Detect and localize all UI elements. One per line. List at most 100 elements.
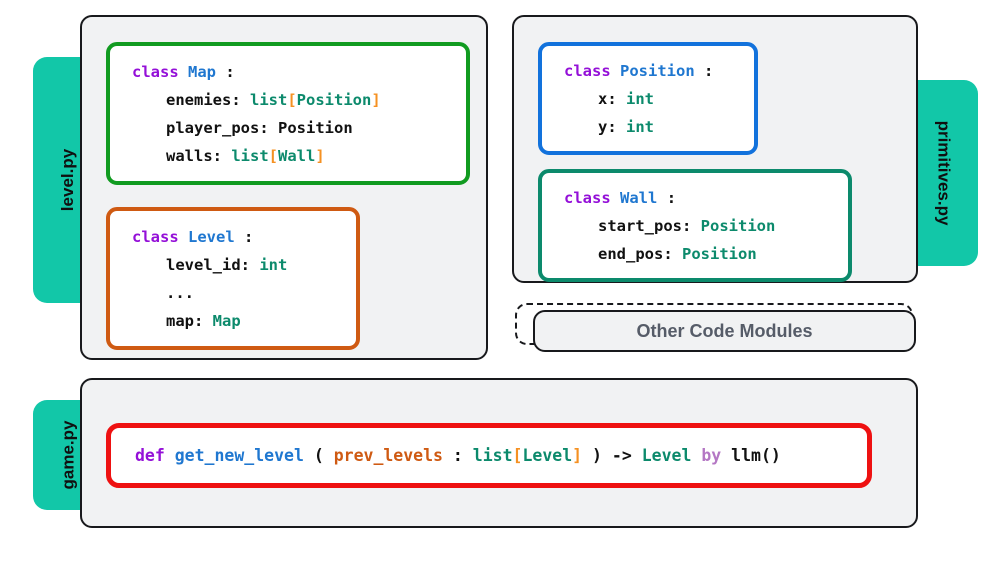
field-walls-inner: Wall [278,146,316,165]
class-wall-header: class Wall : [542,184,848,212]
keyword-class: class [132,227,179,246]
function-signature: def get_new_level ( prev_levels : list[L… [111,446,867,465]
field-player-pos-name: player_pos: [166,118,269,137]
keyword-class: class [564,61,611,80]
function-name: get_new_level [174,446,304,465]
space [165,446,175,465]
field-end-pos-name: end_pos: [598,244,673,263]
paren-close: ) [592,446,602,465]
field-x-name: x: [598,89,617,108]
class-position-header: class Position : [542,57,754,85]
field-enemies: enemies: list[Position] [110,86,466,114]
bracket-open: [ [287,90,297,109]
space [632,446,642,465]
field-y-type: int [626,117,655,136]
field-enemies-inner: Position [296,90,372,109]
space [617,118,626,136]
field-player-pos-type: Position [278,118,353,137]
space [222,147,231,165]
space [721,446,731,465]
field-player-pos: player_pos: Position [110,114,466,142]
paren-open: ( [313,446,324,465]
space [611,189,620,207]
field-level-id-type: int [259,255,288,274]
class-level-header: class Level : [110,223,356,251]
field-start-pos-name: start_pos: [598,216,692,235]
file-tab-primitives-py-label: primitives.py [934,120,953,226]
field-end-pos: end_pos: Position [542,240,848,268]
space [324,446,334,465]
field-walls-name: walls: [166,146,222,165]
class-name-wall: Wall [620,188,658,207]
function-box-get-new-level[interactable]: def get_new_level ( prev_levels : list[L… [106,423,872,488]
field-level-id-name: level_id: [166,255,250,274]
space2 [216,63,225,81]
other-code-modules-label: Other Code Modules [636,320,813,341]
field-level-id: level_id: int [110,251,356,279]
keyword-class: class [564,188,611,207]
space2 [235,228,244,246]
space [179,63,188,81]
field-map-type: Map [212,311,241,330]
arg-inner-type: Level [522,446,573,465]
space [617,90,626,108]
module-panel-primitives-py: class Position : x: int y: int class Wal… [512,15,918,283]
field-y: y: int [542,113,754,141]
file-tab-primitives-py[interactable]: primitives.py [908,80,978,266]
bracket-close: ] [371,90,381,109]
colon: : [704,61,714,80]
field-enemies-type: list [250,90,288,109]
space [179,228,188,246]
module-panel-game-py: def get_new_level ( prev_levels : list[L… [80,378,918,528]
keyword-class: class [132,62,179,81]
space [241,91,250,109]
space [691,446,701,465]
class-name-map: Map [188,62,217,81]
arrow: -> [611,446,632,465]
space [673,245,682,263]
bracket-close: ] [572,446,583,465]
bracket-close: ] [315,146,325,165]
space2 [695,62,704,80]
class-name-position: Position [620,61,695,80]
space [304,446,314,465]
field-map: map: Map [110,307,356,335]
field-x-type: int [626,89,655,108]
module-panel-level-py: class Map : enemies: list[Position] play… [80,15,488,360]
file-tab-game-py-label: game.py [57,420,77,490]
colon: : [225,62,235,81]
field-x: x: int [542,85,754,113]
class-box-map[interactable]: class Map : enemies: list[Position] play… [106,42,470,185]
space [203,312,212,330]
keyword-by: by [701,446,722,465]
field-start-pos: start_pos: Position [542,212,848,240]
field-ellipsis: ... [110,279,356,307]
class-box-position[interactable]: class Position : x: int y: int [538,42,758,155]
field-start-pos-type: Position [700,216,776,235]
bracket-open: [ [268,146,279,165]
file-tab-level-py-label: level.py [58,148,77,212]
class-map-header: class Map : [110,58,466,86]
colon: : [666,188,677,207]
space [443,446,453,465]
annotation-colon: : [452,446,463,465]
field-end-pos-type: Position [682,244,757,263]
return-type: Level [641,446,692,465]
other-code-modules-card[interactable]: Other Code Modules [533,310,916,352]
field-walls-type: list [231,146,269,165]
space [463,446,473,465]
field-walls: walls: list[Wall] [110,142,466,170]
class-box-wall[interactable]: class Wall : start_pos: Position end_pos… [538,169,852,282]
arg-name: prev_levels [333,446,443,465]
class-name-level: Level [188,227,235,246]
colon: : [244,227,254,246]
space2 [657,189,666,207]
keyword-def: def [135,446,165,465]
space [582,446,592,465]
space [691,217,700,235]
arg-type: list [472,446,513,465]
field-y-name: y: [598,117,617,136]
by-target: llm() [731,446,781,465]
field-map-name: map: [166,311,204,330]
class-box-level[interactable]: class Level : level_id: int ... map: Map [106,207,360,350]
